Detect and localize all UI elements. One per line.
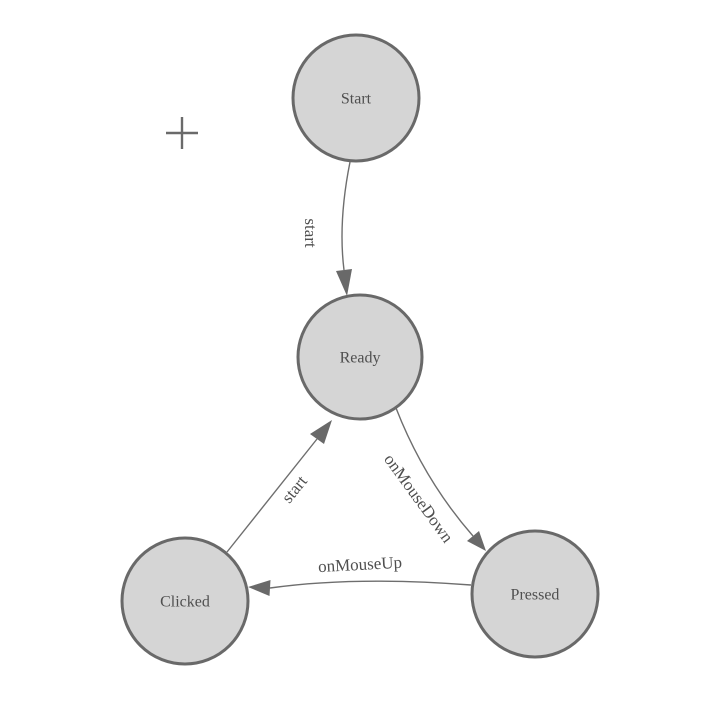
transition-label: onMouseUp [318,553,403,576]
state-label-clicked: Clicked [160,594,210,611]
state-node-clicked: Clicked [120,536,250,666]
transition-clicked-to-ready-line[interactable] [226,438,318,553]
transition-label: start [301,218,320,248]
state-node-ready: Ready [296,293,424,421]
transition-clicked-to-ready: start [226,420,332,553]
state-circle-clicked[interactable] [120,536,250,666]
transition-ready-to-pressed-line[interactable] [395,407,474,537]
transition-pressed-to-clicked-line[interactable] [269,580,472,589]
state-node-start: Start [291,33,421,163]
state-label-ready: Ready [340,350,381,367]
state-circle-start[interactable] [291,33,421,163]
arrowhead [310,420,332,444]
state-node-pressed: Pressed [470,529,600,659]
state-circle-ready[interactable] [296,293,424,421]
state-label-start: Start [341,91,372,108]
transition-label: onMouseDown [380,450,457,546]
crosshair-icon [166,117,198,149]
arrowhead [467,531,486,551]
transition-pressed-to-clicked: onMouseUp [248,553,472,596]
state-circle-pressed[interactable] [470,529,600,659]
transition-start-to-ready: start [301,161,352,296]
transition-label: start [278,472,311,507]
arrowhead [248,580,271,596]
state-label-pressed: Pressed [511,587,560,604]
arrowhead [336,269,352,296]
transition-start-to-ready-line[interactable] [341,161,351,271]
transition-ready-to-pressed: onMouseDown [380,407,486,551]
